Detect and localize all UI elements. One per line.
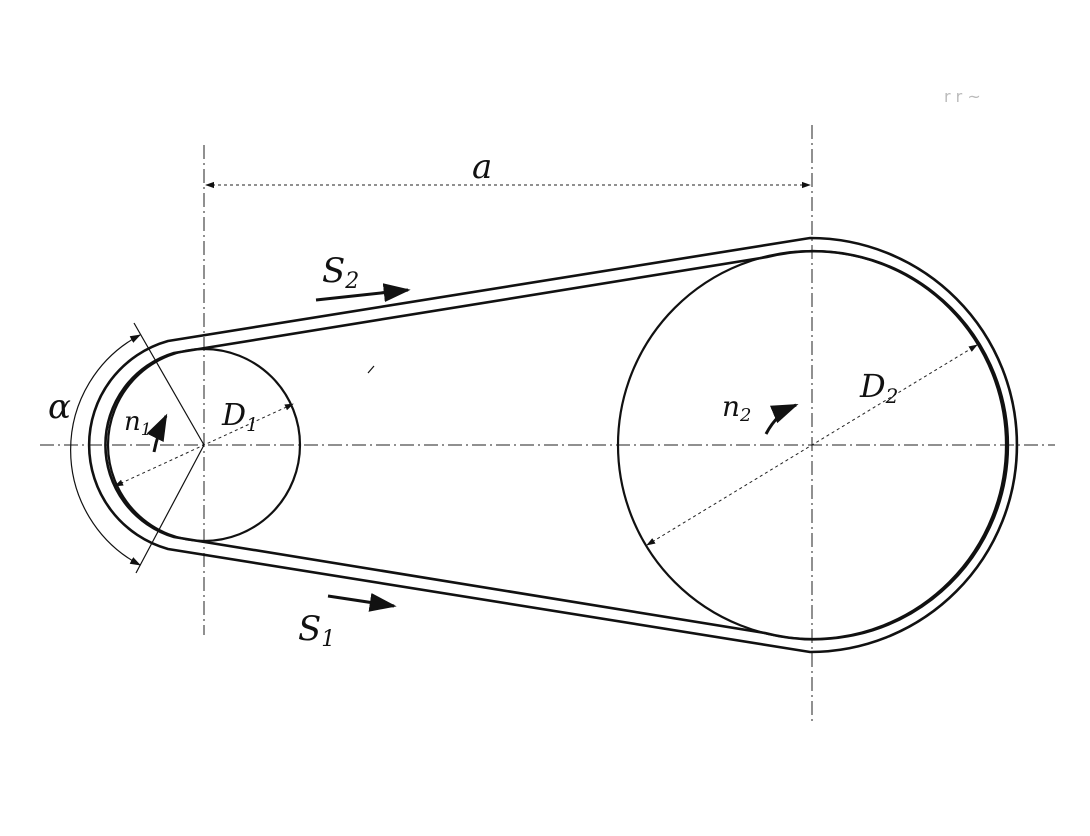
wrap-angle-arc (70, 334, 141, 566)
wrap-angle-label: α (48, 387, 71, 427)
corner-scan-mark: r r ~ (944, 87, 981, 106)
slack-side-label: S1 (298, 609, 335, 652)
large-diameter-dimension-line (646, 344, 978, 546)
small-diameter-label: D1 (221, 398, 258, 436)
center-distance-label: a (472, 147, 492, 187)
large-pulley-rotation-arrow (764, 403, 799, 435)
slack-side-arrow (327, 593, 397, 612)
small-pulley-rotation-arrow (146, 413, 168, 453)
wrap-angle-lower-boundary (135, 444, 205, 574)
tight-side-arrow (315, 283, 411, 303)
belt-outer-edge (87, 236, 1019, 654)
belt-inner-edge (104, 249, 1010, 641)
large-diameter-label: D2 (859, 367, 898, 408)
small-speed-label: n1 (124, 407, 152, 440)
large-speed-label: n2 (722, 390, 752, 426)
tight-side-label: S2 (322, 251, 359, 294)
stray-mark (367, 365, 375, 374)
wrap-angle-upper-boundary (133, 322, 205, 446)
